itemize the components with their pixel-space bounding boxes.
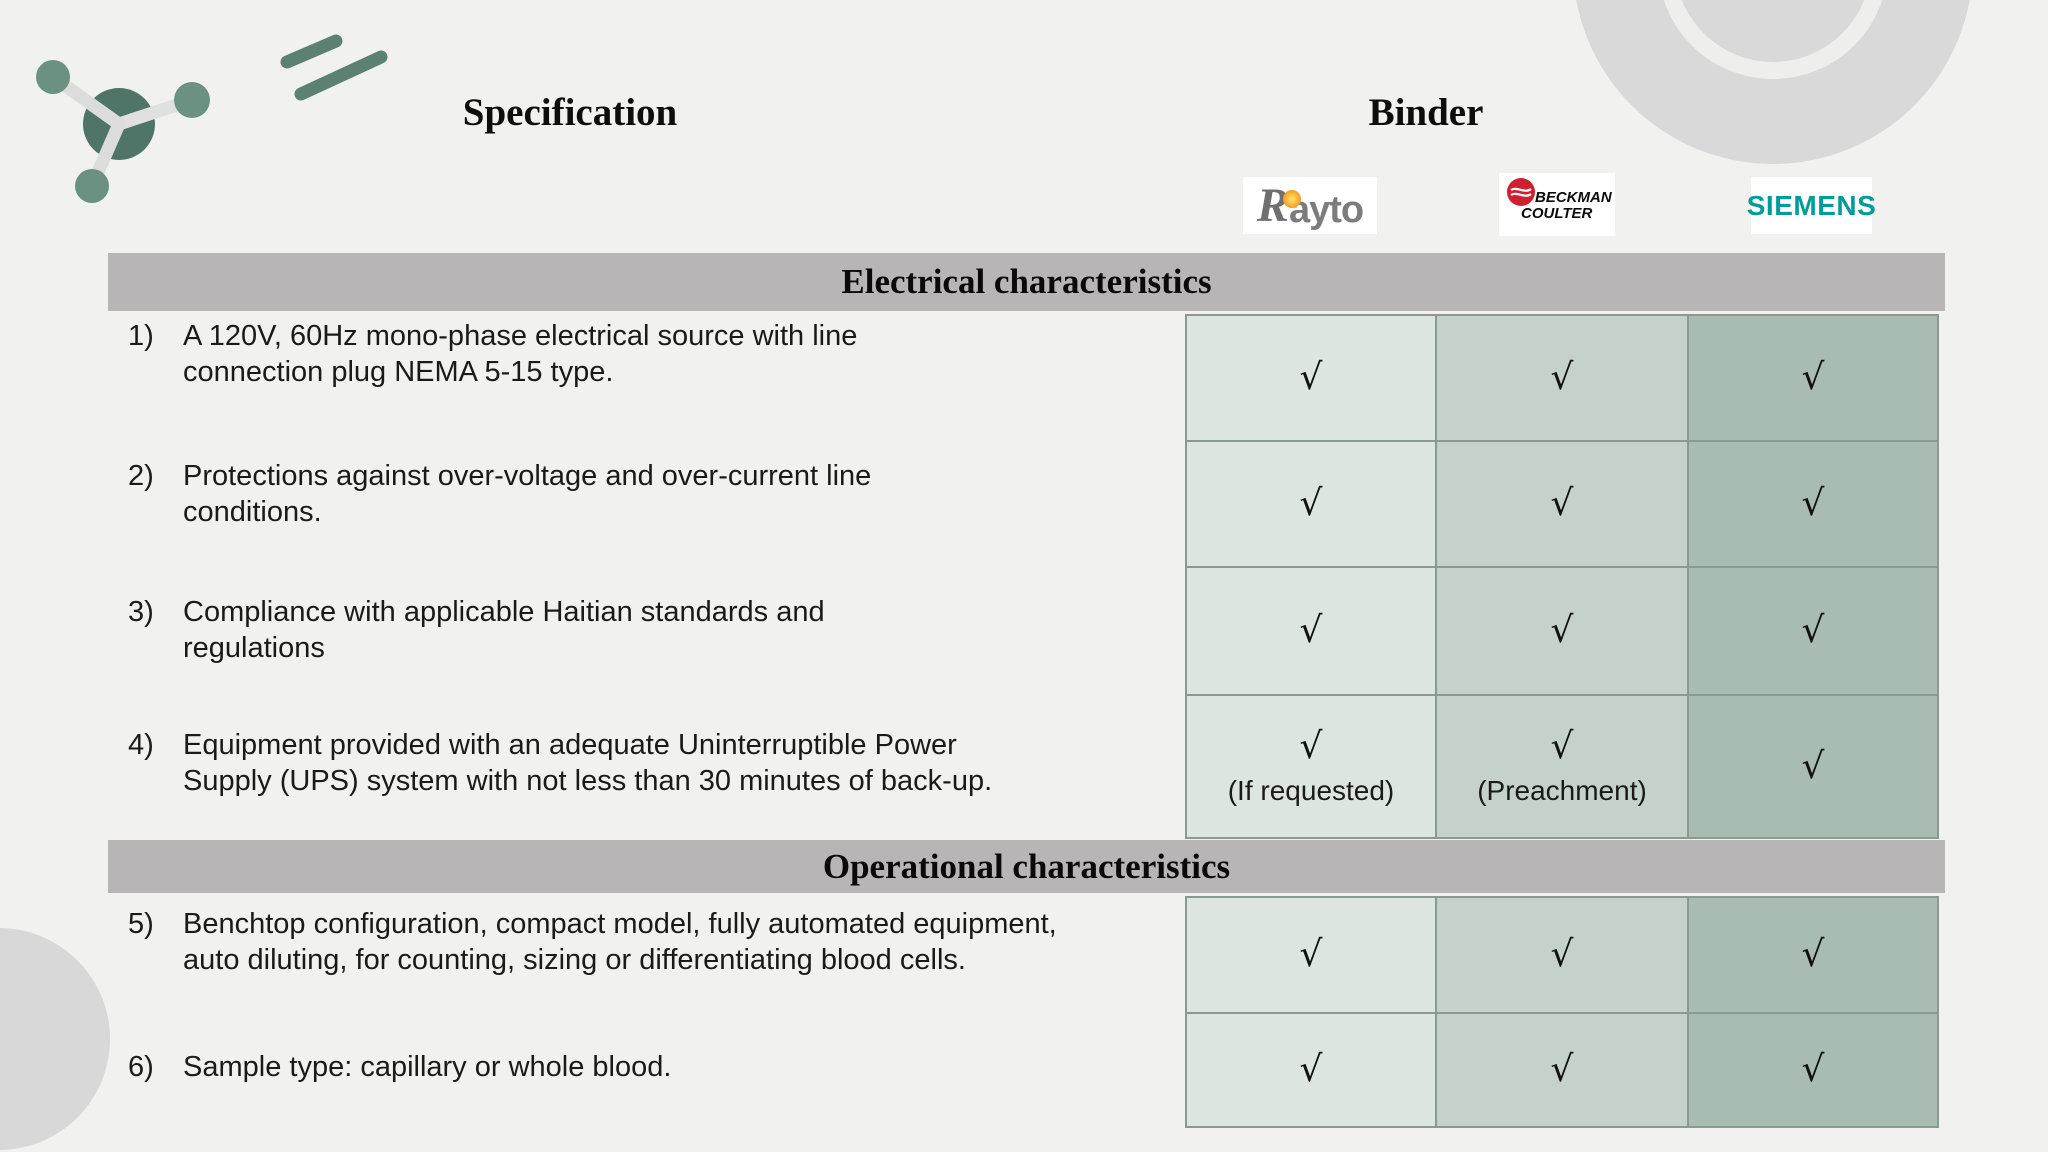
check-mark: √ — [1550, 483, 1574, 524]
check-cell-row6-beckman: √ — [1435, 1012, 1689, 1128]
check-cell-row5-beckman: √ — [1435, 896, 1689, 1014]
check-note: (If requested) — [1227, 774, 1395, 806]
check-mark: √ — [1801, 745, 1825, 787]
beckman-line1: BECKMAN — [1535, 189, 1612, 206]
row-text-line: connection plug NEMA 5-15 type. — [183, 356, 614, 388]
spec-row-5: 5) Benchtop configuration, compact model… — [128, 906, 1168, 978]
beckman-circle-icon — [1507, 178, 1535, 206]
check-mark: √ — [1801, 357, 1825, 398]
row-number: 5) — [128, 908, 154, 940]
decorative-donut-circle — [1573, 0, 1973, 164]
section-bar-operational: Operational characteristics — [108, 840, 1945, 893]
row-text-line: Compliance with applicable Haitian stand… — [183, 596, 825, 628]
check-cell-row3-siemens: √ — [1687, 566, 1939, 696]
check-cell-row1-beckman: √ — [1435, 314, 1689, 442]
dash-icon — [280, 34, 343, 69]
beckman-line2: COULTER — [1521, 204, 1593, 222]
check-cell-row3-rayto: √ — [1185, 566, 1437, 696]
spec-row-4: 4) Equipment provided with an adequate U… — [128, 727, 1013, 799]
check-cell-row1-siemens: √ — [1687, 314, 1939, 442]
row-text-line: Sample type: capillary or whole blood. — [183, 1051, 672, 1083]
check-cell-row2-rayto: √ — [1185, 440, 1437, 568]
beckman-coulter-logo: BECKMAN COULTER — [1499, 173, 1615, 236]
check-mark: √ — [1299, 357, 1323, 398]
row-number: 6) — [128, 1051, 154, 1083]
row-text-line: Supply (UPS) system with not less than 3… — [183, 765, 993, 797]
check-mark: √ — [1299, 483, 1323, 524]
rayto-letter: R — [1256, 178, 1289, 232]
check-cell-row3-beckman: √ — [1435, 566, 1689, 696]
spec-row-2: 2) Protections against over-voltage and … — [128, 458, 1013, 530]
check-cell-row4-beckman: √ (Preachment) — [1435, 694, 1689, 839]
row-text: Protections against over-voltage and ove… — [183, 458, 1013, 530]
row-number: 4) — [128, 729, 154, 761]
decorative-donut-ring — [1658, 0, 1888, 79]
dash-icon — [294, 50, 388, 101]
check-mark: √ — [1550, 610, 1574, 651]
row-number: 1) — [128, 320, 154, 352]
check-cell-row4-siemens: √ — [1687, 694, 1939, 839]
row-text: Equipment provided with an adequate Unin… — [183, 727, 1013, 799]
row-text: Benchtop configuration, compact model, f… — [183, 906, 1168, 978]
row-text-line: Protections against over-voltage and ove… — [183, 460, 872, 492]
row-text-line: conditions. — [183, 496, 322, 528]
row-text-line: Benchtop configuration, compact model, f… — [183, 908, 1057, 940]
check-mark: √ — [1299, 1049, 1323, 1090]
rayto-sun-icon — [1282, 189, 1301, 208]
row-text-line: auto diluting, for counting, sizing or d… — [183, 944, 966, 976]
rayto-logo-text: R ayto — [1256, 178, 1364, 232]
row-text-line: A 120V, 60Hz mono-phase electrical sourc… — [183, 320, 858, 352]
check-mark: √ — [1801, 483, 1825, 524]
check-mark: √ — [1550, 357, 1574, 398]
check-cell-row5-siemens: √ — [1687, 896, 1939, 1014]
check-mark: √ — [1550, 934, 1574, 975]
row-number: 3) — [128, 596, 154, 628]
row-text: Sample type: capillary or whole blood. — [183, 1049, 1168, 1085]
check-note: (Preachment) — [1477, 774, 1647, 806]
binder-header: Binder — [1368, 91, 1484, 134]
spec-row-6: 6) Sample type: capillary or whole blood… — [128, 1049, 1168, 1085]
siemens-logo-text: SIEMENS — [1746, 189, 1877, 221]
row-number: 2) — [128, 460, 154, 492]
siemens-logo: SIEMENS — [1747, 177, 1876, 234]
check-cell-row5-rayto: √ — [1185, 896, 1437, 1014]
row-text-line: Equipment provided with an adequate Unin… — [183, 729, 957, 761]
check-mark: √ — [1550, 1049, 1574, 1090]
check-mark: √ — [1299, 934, 1323, 975]
row-text: A 120V, 60Hz mono-phase electrical sourc… — [183, 318, 1013, 390]
row-text-line: regulations — [183, 632, 325, 664]
check-mark: √ — [1550, 725, 1574, 767]
molecule-icon — [36, 34, 388, 203]
rayto-logo: R ayto — [1243, 177, 1377, 234]
check-cell-row1-rayto: √ — [1185, 314, 1437, 442]
check-mark: √ — [1299, 725, 1323, 767]
check-mark: √ — [1299, 610, 1323, 651]
spec-row-1: 1) A 120V, 60Hz mono-phase electrical so… — [128, 318, 1013, 390]
decorative-corner-circle — [0, 928, 110, 1150]
check-cell-row6-rayto: √ — [1185, 1012, 1437, 1128]
section-bar-electrical: Electrical characteristics — [108, 253, 1945, 311]
check-mark: √ — [1801, 934, 1825, 975]
check-mark: √ — [1801, 1049, 1825, 1090]
check-mark: √ — [1801, 610, 1825, 651]
check-cell-row6-siemens: √ — [1687, 1012, 1939, 1128]
beckman-logo-text: BECKMAN COULTER — [1521, 189, 1612, 222]
rayto-rest: ayto — [1288, 188, 1364, 231]
check-cell-row2-siemens: √ — [1687, 440, 1939, 568]
check-cell-row2-beckman: √ — [1435, 440, 1689, 568]
check-cell-row4-rayto: √ (If requested) — [1185, 694, 1437, 839]
spec-row-3: 3) Compliance with applicable Haitian st… — [128, 594, 1013, 666]
row-text: Compliance with applicable Haitian stand… — [183, 594, 1013, 666]
specification-header: Specification — [462, 91, 678, 134]
